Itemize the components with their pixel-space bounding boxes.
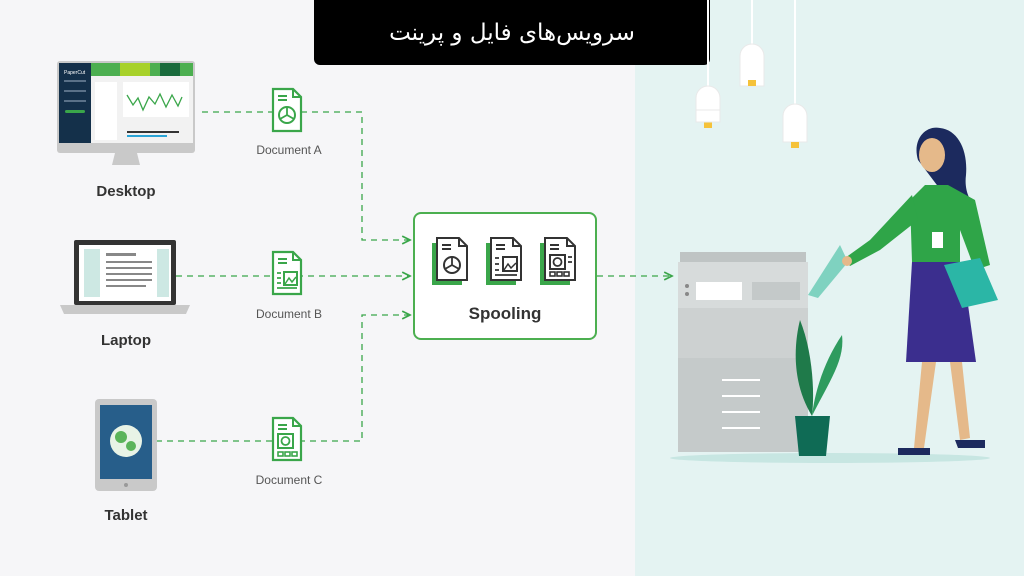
spooled-document-c-icon [539,237,576,286]
plant-icon [795,320,843,456]
ceiling-lamps-icon [695,0,808,148]
document-a-label: Document A [256,143,322,157]
tablet-icon [95,399,157,491]
printer-icon [670,245,990,463]
document-c-icon [271,416,303,462]
connector-c [156,315,410,442]
document-a-icon [271,87,303,133]
spooled-documents [431,237,576,286]
document-b-label: Document B [255,307,323,321]
spooling-box: Spooling [413,212,597,340]
screen-brand: PaperCut [64,70,86,76]
document-c-label: Document C [255,473,323,487]
spooled-document-b-icon [485,237,522,286]
spooled-document-a-icon [431,237,468,286]
laptop-icon [60,240,190,314]
spooling-label: Spooling [468,304,542,323]
device-label-desktop: Desktop [96,183,156,200]
woman-illustration [842,127,998,455]
page-title: سرویس‌های فایل و پرینت [314,0,710,65]
device-label-laptop: Laptop [101,332,151,349]
connector-a [202,111,410,240]
desktop-icon: PaperCut [57,61,195,165]
device-label-tablet: Tablet [104,507,148,524]
document-b-icon [271,250,303,296]
